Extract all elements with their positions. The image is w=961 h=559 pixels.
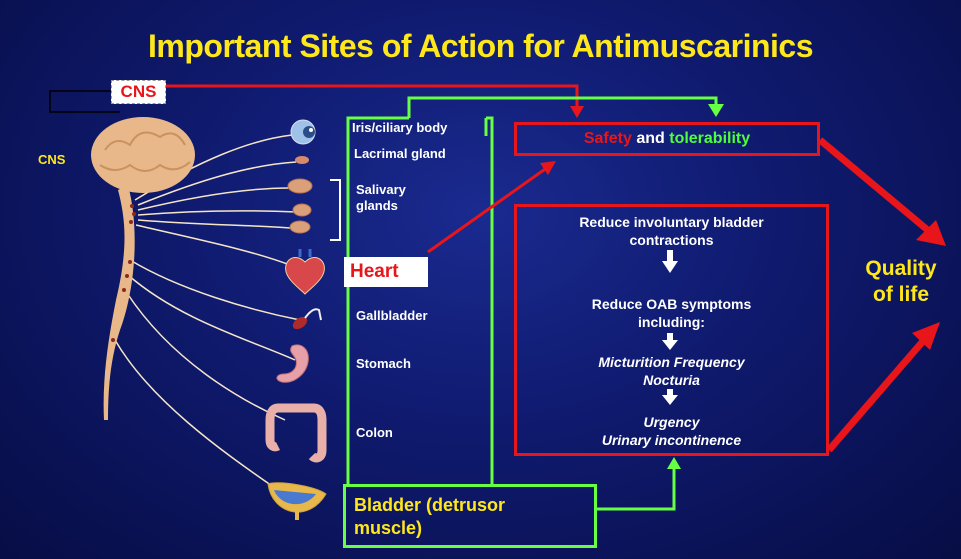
effects-to-qol-arrow xyxy=(829,322,940,450)
qol-line-1: Quality xyxy=(845,256,957,282)
organs-box-right xyxy=(486,118,492,484)
salivary-bracket xyxy=(330,180,340,240)
effects-line-8: Urinary incontinence xyxy=(517,431,826,449)
effects-line-4: including: xyxy=(517,313,826,331)
lacrimal-gland-icon xyxy=(295,156,309,164)
effects-line-2: contractions xyxy=(517,231,826,249)
organ-label-salivary-2: glands xyxy=(356,198,398,214)
effects-line-6: Nocturia xyxy=(517,371,826,389)
tolerability-word: tolerability xyxy=(669,130,750,147)
bladder-icon xyxy=(268,483,326,520)
effects-line-1: Reduce involuntary bladder xyxy=(517,213,826,231)
bladder-box: Bladder (detrusor muscle) xyxy=(343,484,597,548)
safety-word: Safety xyxy=(584,130,632,147)
organs-to-safety-arrow xyxy=(409,98,724,118)
qol-line-2: of life xyxy=(845,282,957,308)
cns-connector-line xyxy=(50,91,120,112)
bladder-label-line-1: Bladder (detrusor xyxy=(354,494,594,517)
brain-icon xyxy=(91,117,195,193)
cns-label: CNS xyxy=(38,152,65,167)
cns-to-safety-arrow xyxy=(164,86,584,118)
bladder-to-effects-arrow xyxy=(597,457,681,509)
effects-box: Reduce involuntary bladder contractions … xyxy=(514,204,829,456)
gallbladder-icon xyxy=(291,309,321,331)
cns-box: CNS xyxy=(111,80,166,104)
organ-label-lacrimal: Lacrimal gland xyxy=(354,146,446,162)
eye-icon xyxy=(291,120,315,144)
effects-line-7: Urgency xyxy=(517,413,826,431)
colon-icon xyxy=(270,408,322,458)
organ-label-salivary-1: Salivary xyxy=(356,182,406,198)
stomach-icon xyxy=(277,345,308,382)
safety-to-qol-arrow xyxy=(820,140,946,246)
organ-label-colon: Colon xyxy=(356,425,393,441)
bladder-label-line-2: muscle) xyxy=(354,517,594,540)
organ-label-stomach: Stomach xyxy=(356,356,411,372)
effects-line-5: Micturition Frequency xyxy=(517,353,826,371)
safety-tolerability-box: Safety and tolerability xyxy=(514,122,820,156)
organ-label-gallbladder: Gallbladder xyxy=(356,308,428,324)
heart-icon xyxy=(286,249,325,294)
heart-label: Heart xyxy=(344,257,428,287)
and-word: and xyxy=(632,130,669,147)
organ-label-iris: Iris/ciliary body xyxy=(352,120,447,136)
quality-of-life-label: Quality of life xyxy=(845,256,957,308)
effects-line-3: Reduce OAB symptoms xyxy=(517,295,826,313)
salivary-gland-icon xyxy=(288,179,312,233)
